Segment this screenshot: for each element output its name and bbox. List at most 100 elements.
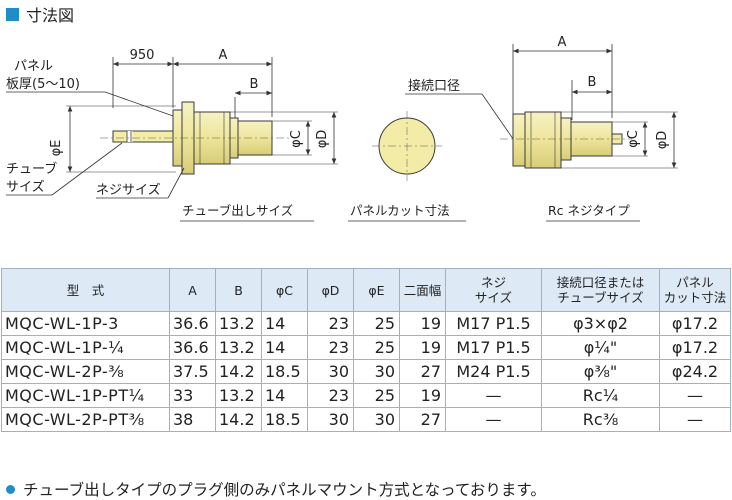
- footnote-text: チューブ出しタイプのプラグ側のみパネルマウント方式となっております。: [23, 481, 546, 499]
- column-header-line: ネジ: [480, 275, 506, 290]
- table-cell: 25: [353, 335, 400, 360]
- column-header: 二面幅: [399, 268, 446, 312]
- column-header: パネルカット寸法: [659, 268, 731, 312]
- tube-size-label-line1: チューブ: [6, 161, 57, 177]
- column-header: ネジサイズ: [445, 268, 542, 312]
- panel-label-line1: パネル: [14, 59, 53, 74]
- column-header-line: 二面幅: [403, 282, 442, 298]
- column-header-line: B: [234, 282, 243, 298]
- table-cell: MQC-WL-1P-3: [1, 311, 170, 336]
- table-cell: MQC-WL-2P-PT⅜: [1, 407, 170, 432]
- table-cell: Rc⅜: [541, 407, 660, 432]
- table-cell: 23: [307, 311, 354, 336]
- column-header-line: φE: [368, 282, 385, 298]
- rc-dim-B-label: B: [588, 75, 597, 90]
- column-header-line: φC: [276, 282, 293, 298]
- tube-type-drawing: 950 A B パネル 板厚(5〜10) φE: [6, 48, 338, 222]
- table-cell: φ¼": [541, 335, 660, 360]
- table-cell: MQC-WL-1P-¼: [1, 335, 170, 360]
- table-cell: 30: [353, 359, 400, 384]
- column-header-line: 接続口径または: [556, 275, 645, 290]
- table-cell: 23: [307, 383, 354, 408]
- table-cell: 14.2: [215, 407, 262, 432]
- table-cell: 23: [307, 335, 354, 360]
- table-cell: M24 P1.5: [445, 359, 542, 384]
- table-cell: 13.2: [215, 383, 262, 408]
- caption-panel-cut: パネルカット寸法: [350, 203, 450, 218]
- table-cell: 36.6: [169, 311, 216, 336]
- table-cell: 13.2: [215, 335, 262, 360]
- column-header: 接続口径またはチューブサイズ: [541, 268, 660, 312]
- table-cell: 36.6: [169, 335, 216, 360]
- dimension-diagram: 950 A B パネル 板厚(5〜10) φE: [6, 35, 678, 222]
- table-cell: M17 P1.5: [445, 311, 542, 336]
- table-cell: 25: [353, 311, 400, 336]
- tube-size-label-line2: サイズ: [6, 179, 45, 195]
- column-header-line: パネル: [676, 275, 714, 290]
- table-cell: —: [445, 407, 542, 432]
- rc-dim-A-label: A: [558, 35, 567, 50]
- bullet-dot-icon: [6, 484, 15, 494]
- table-cell: 14: [261, 311, 308, 336]
- table-cell: 38: [169, 407, 216, 432]
- table-cell: 18.5: [261, 407, 308, 432]
- table-cell: φ17.2: [659, 311, 731, 336]
- phiC-label: φC: [289, 130, 304, 148]
- phiE-label: φE: [49, 140, 64, 157]
- table-cell: φ⅜": [541, 359, 660, 384]
- column-header: φC: [261, 268, 308, 312]
- section-header: 寸法図: [6, 4, 75, 25]
- table-cell: M17 P1.5: [445, 335, 542, 360]
- table-cell: —: [659, 407, 731, 432]
- column-header-line: チューブサイズ: [557, 290, 644, 305]
- column-header: 型 式: [1, 268, 170, 312]
- column-header: φD: [307, 268, 354, 312]
- dim-B-label: B: [250, 77, 259, 92]
- table-cell: 37.5: [169, 359, 216, 384]
- phiD-label: φD: [315, 130, 330, 149]
- table-cell: 27: [399, 359, 446, 384]
- port-diameter-label: 接続口径: [408, 78, 460, 94]
- table-cell: 27: [399, 407, 446, 432]
- square-bullet-icon: [6, 7, 19, 21]
- table-cell: 25: [353, 383, 400, 408]
- table-cell: 19: [399, 335, 446, 360]
- table-cell: φ3×φ2: [541, 311, 660, 336]
- table-cell: —: [445, 383, 542, 408]
- table-cell: 30: [307, 359, 354, 384]
- column-header: A: [169, 268, 216, 312]
- table-cell: 19: [399, 311, 446, 336]
- rc-phiD-label: φD: [655, 131, 670, 150]
- column-header-line: 型 式: [66, 282, 105, 298]
- table-cell: 14: [261, 335, 308, 360]
- table-cell: MQC-WL-1P-PT¼: [1, 383, 170, 408]
- panel-label-line2: 板厚(5〜10): [6, 77, 80, 92]
- table-cell: 18.5: [261, 359, 308, 384]
- column-header-line: A: [188, 282, 197, 298]
- column-header: B: [215, 268, 262, 312]
- rc-type-drawing: 接続口径 A B φC φD Rc ネジタイプ: [405, 35, 678, 222]
- footnote: チューブ出しタイプのプラグ側のみパネルマウント方式となっております。: [6, 478, 546, 500]
- column-header-line: サイズ: [474, 290, 513, 305]
- column-header: φE: [353, 268, 400, 312]
- table-cell: 13.2: [215, 311, 262, 336]
- column-header-line: φD: [321, 282, 340, 298]
- section-title: 寸法図: [26, 6, 75, 25]
- panel-cut-drawing: パネルカット寸法: [348, 111, 466, 222]
- table-cell: 30: [353, 407, 400, 432]
- column-header-line: カット寸法: [663, 290, 727, 305]
- table-cell: 33: [169, 383, 216, 408]
- table-cell: 14: [261, 383, 308, 408]
- table-cell: Rc¼: [541, 383, 660, 408]
- table-cell: 30: [307, 407, 354, 432]
- dim-950-label: 950: [130, 48, 155, 63]
- dim-A-label: A: [219, 48, 228, 63]
- table-cell: 14.2: [215, 359, 262, 384]
